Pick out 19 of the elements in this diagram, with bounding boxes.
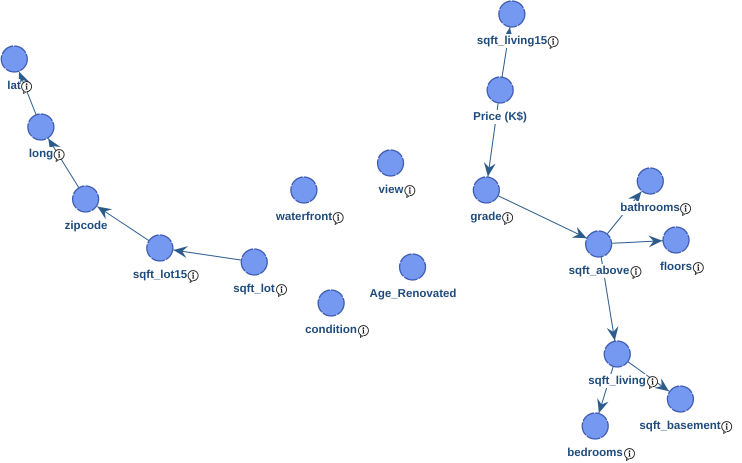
node-label: sqft_living (588, 374, 646, 388)
node-label: long (28, 147, 54, 161)
arrow (172, 246, 242, 260)
node-label: grade (470, 210, 502, 224)
arrow (628, 361, 670, 392)
node-label: bathrooms (620, 201, 680, 215)
arrow (612, 235, 663, 248)
node-label: sqft_basement (639, 419, 721, 433)
node-label: sqft_lot15 (132, 268, 188, 282)
node-label: sqft_above (568, 264, 630, 278)
node-label: Price (K$) (473, 110, 527, 124)
node-label: sqft_lot (233, 282, 275, 296)
node-label: sqft_living15 (476, 34, 548, 48)
arrow (18, 71, 36, 115)
node-label: Age_Renovated (370, 287, 456, 301)
arrow (498, 195, 588, 239)
node-label: zipcode (64, 219, 108, 233)
arrow (96, 206, 150, 241)
arrow (48, 138, 80, 188)
